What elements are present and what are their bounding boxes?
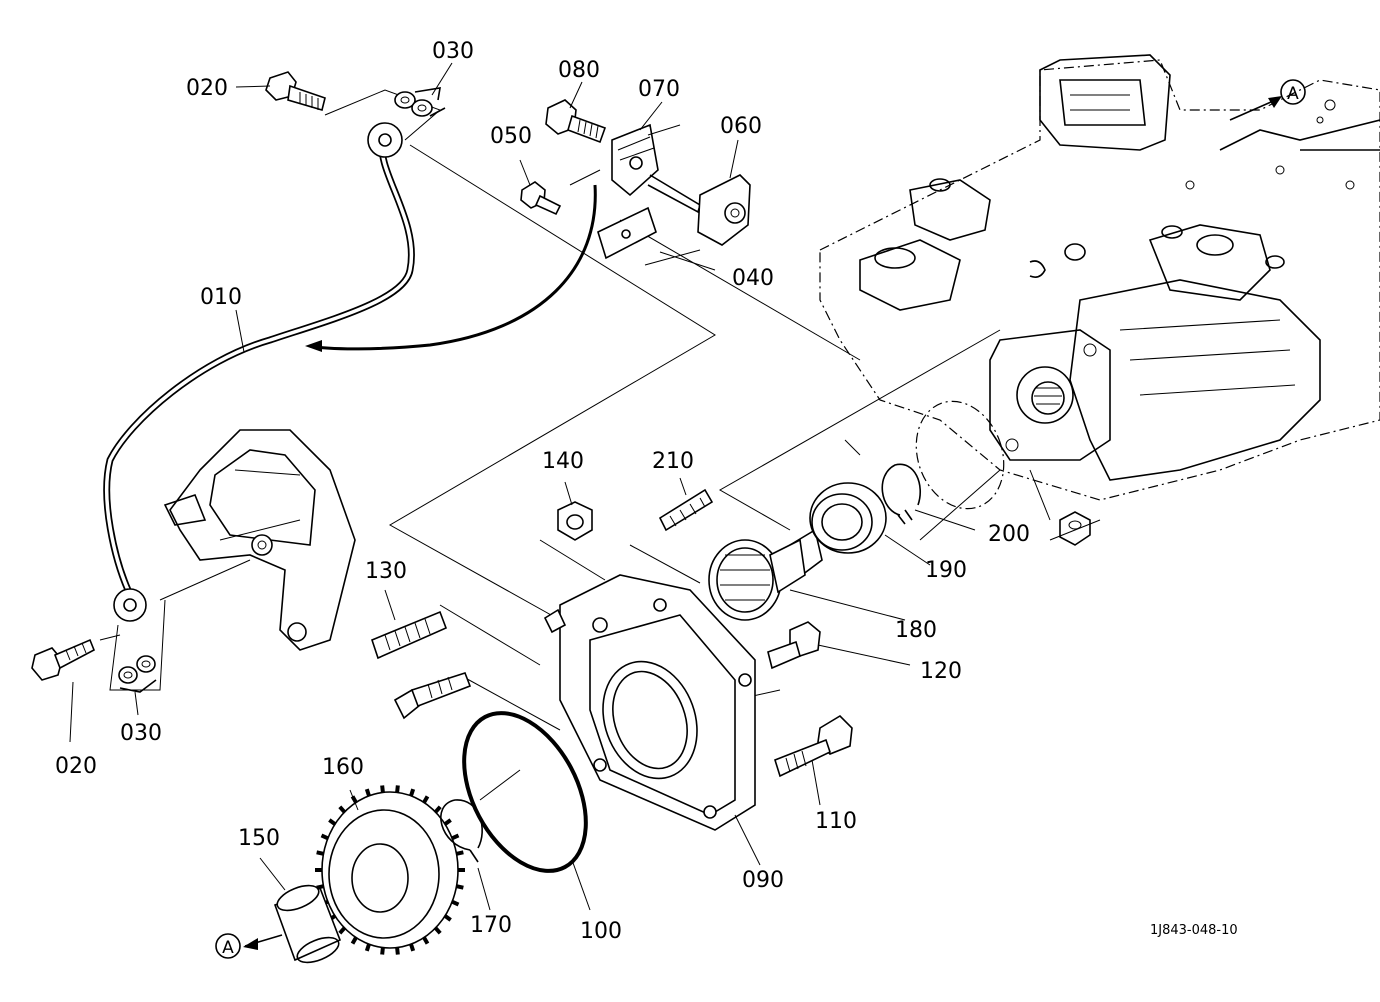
part-010-pipe <box>103 122 415 622</box>
gear-tooth <box>443 818 452 826</box>
label-060: 060 <box>720 114 762 139</box>
part-070-clamp <box>611 123 701 214</box>
part-020-bolt-top <box>265 71 326 112</box>
label-030-top: 030 <box>432 39 474 64</box>
svg-text:A: A <box>222 938 234 958</box>
gear-tooth <box>434 926 442 935</box>
label-010: 010 <box>200 285 242 310</box>
label-040: 040 <box>732 266 774 291</box>
hose-curve <box>309 184 597 351</box>
view-marker-a-bottom: A <box>215 933 283 959</box>
gear-tooth <box>316 850 324 856</box>
reference-code: 1J843-048-10 <box>1150 923 1238 938</box>
label-080: 080 <box>558 58 600 83</box>
part-160-gear <box>315 785 465 955</box>
gear-tooth <box>364 788 371 797</box>
gear-tooth <box>395 785 400 793</box>
gear-tooth <box>338 805 346 814</box>
gear-tooth <box>451 899 460 907</box>
part-130-stud <box>371 610 448 660</box>
part-020-bolt-bottom <box>31 638 96 681</box>
part-130-stud-lower <box>393 672 472 720</box>
svg-text:A: A <box>1287 84 1299 104</box>
gear-tooth <box>380 785 385 793</box>
part-120-bolt <box>767 621 821 670</box>
gear-tooth <box>409 943 416 952</box>
gear-tooth <box>422 936 430 945</box>
label-160: 160 <box>322 755 364 780</box>
part-030-washers-top <box>394 87 446 117</box>
label-130: 130 <box>365 559 407 584</box>
gear-tooth <box>409 788 416 797</box>
part-200-snap-ring <box>881 463 922 525</box>
view-marker-a-top: A <box>1229 79 1306 121</box>
gear-tooth <box>456 850 464 856</box>
label-090: 090 <box>742 868 784 893</box>
label-110: 110 <box>815 809 857 834</box>
label-030-bottom: 030 <box>120 721 162 746</box>
part-030-washers-bottom <box>118 655 157 693</box>
gear-tooth <box>456 884 464 890</box>
gear-tooth <box>443 914 452 922</box>
part-180-pinion-shaft <box>708 528 823 621</box>
gear-tooth <box>451 833 460 841</box>
part-080-bolt <box>545 99 607 144</box>
label-020-top: 020 <box>186 76 228 101</box>
part-050-bolt <box>520 181 562 216</box>
part-040-plate <box>597 206 657 260</box>
part-140-nut <box>557 501 593 541</box>
part-170-snap-ring <box>440 799 483 863</box>
gear-tooth <box>395 947 400 955</box>
label-190: 190 <box>925 558 967 583</box>
gear-tooth <box>328 818 337 826</box>
assembly-leader-lines <box>99 89 1001 801</box>
part-090-cover <box>543 574 756 831</box>
label-070: 070 <box>638 77 680 102</box>
part-190-bearing <box>809 482 887 554</box>
part-210-stud <box>658 488 714 532</box>
label-200: 200 <box>988 522 1030 547</box>
label-150: 150 <box>238 826 280 851</box>
gear-tooth <box>350 936 358 945</box>
gear-tooth <box>338 926 346 935</box>
label-170: 170 <box>470 913 512 938</box>
part-060-holder <box>697 174 751 246</box>
gasket-ring <box>915 400 1005 510</box>
label-180: 180 <box>895 618 937 643</box>
bracket-casting <box>163 429 356 651</box>
gear-tooth <box>434 805 442 814</box>
gear-tooth <box>380 947 385 955</box>
label-210: 210 <box>652 449 694 474</box>
gear-tooth <box>320 833 329 841</box>
label-100: 100 <box>580 919 622 944</box>
part-labels: 020 030 080 070 060 050 040 010 140 210 … <box>55 39 1030 944</box>
label-020-bottom: 020 <box>55 754 97 779</box>
transmission-housing <box>819 54 1380 546</box>
gear-tooth <box>422 795 430 804</box>
label-050: 050 <box>490 124 532 149</box>
label-leaders <box>69 62 976 911</box>
part-110-bolt <box>774 714 853 778</box>
label-120: 120 <box>920 659 962 684</box>
label-140: 140 <box>542 449 584 474</box>
gear-tooth <box>364 943 371 952</box>
part-150-bushing <box>273 884 342 964</box>
